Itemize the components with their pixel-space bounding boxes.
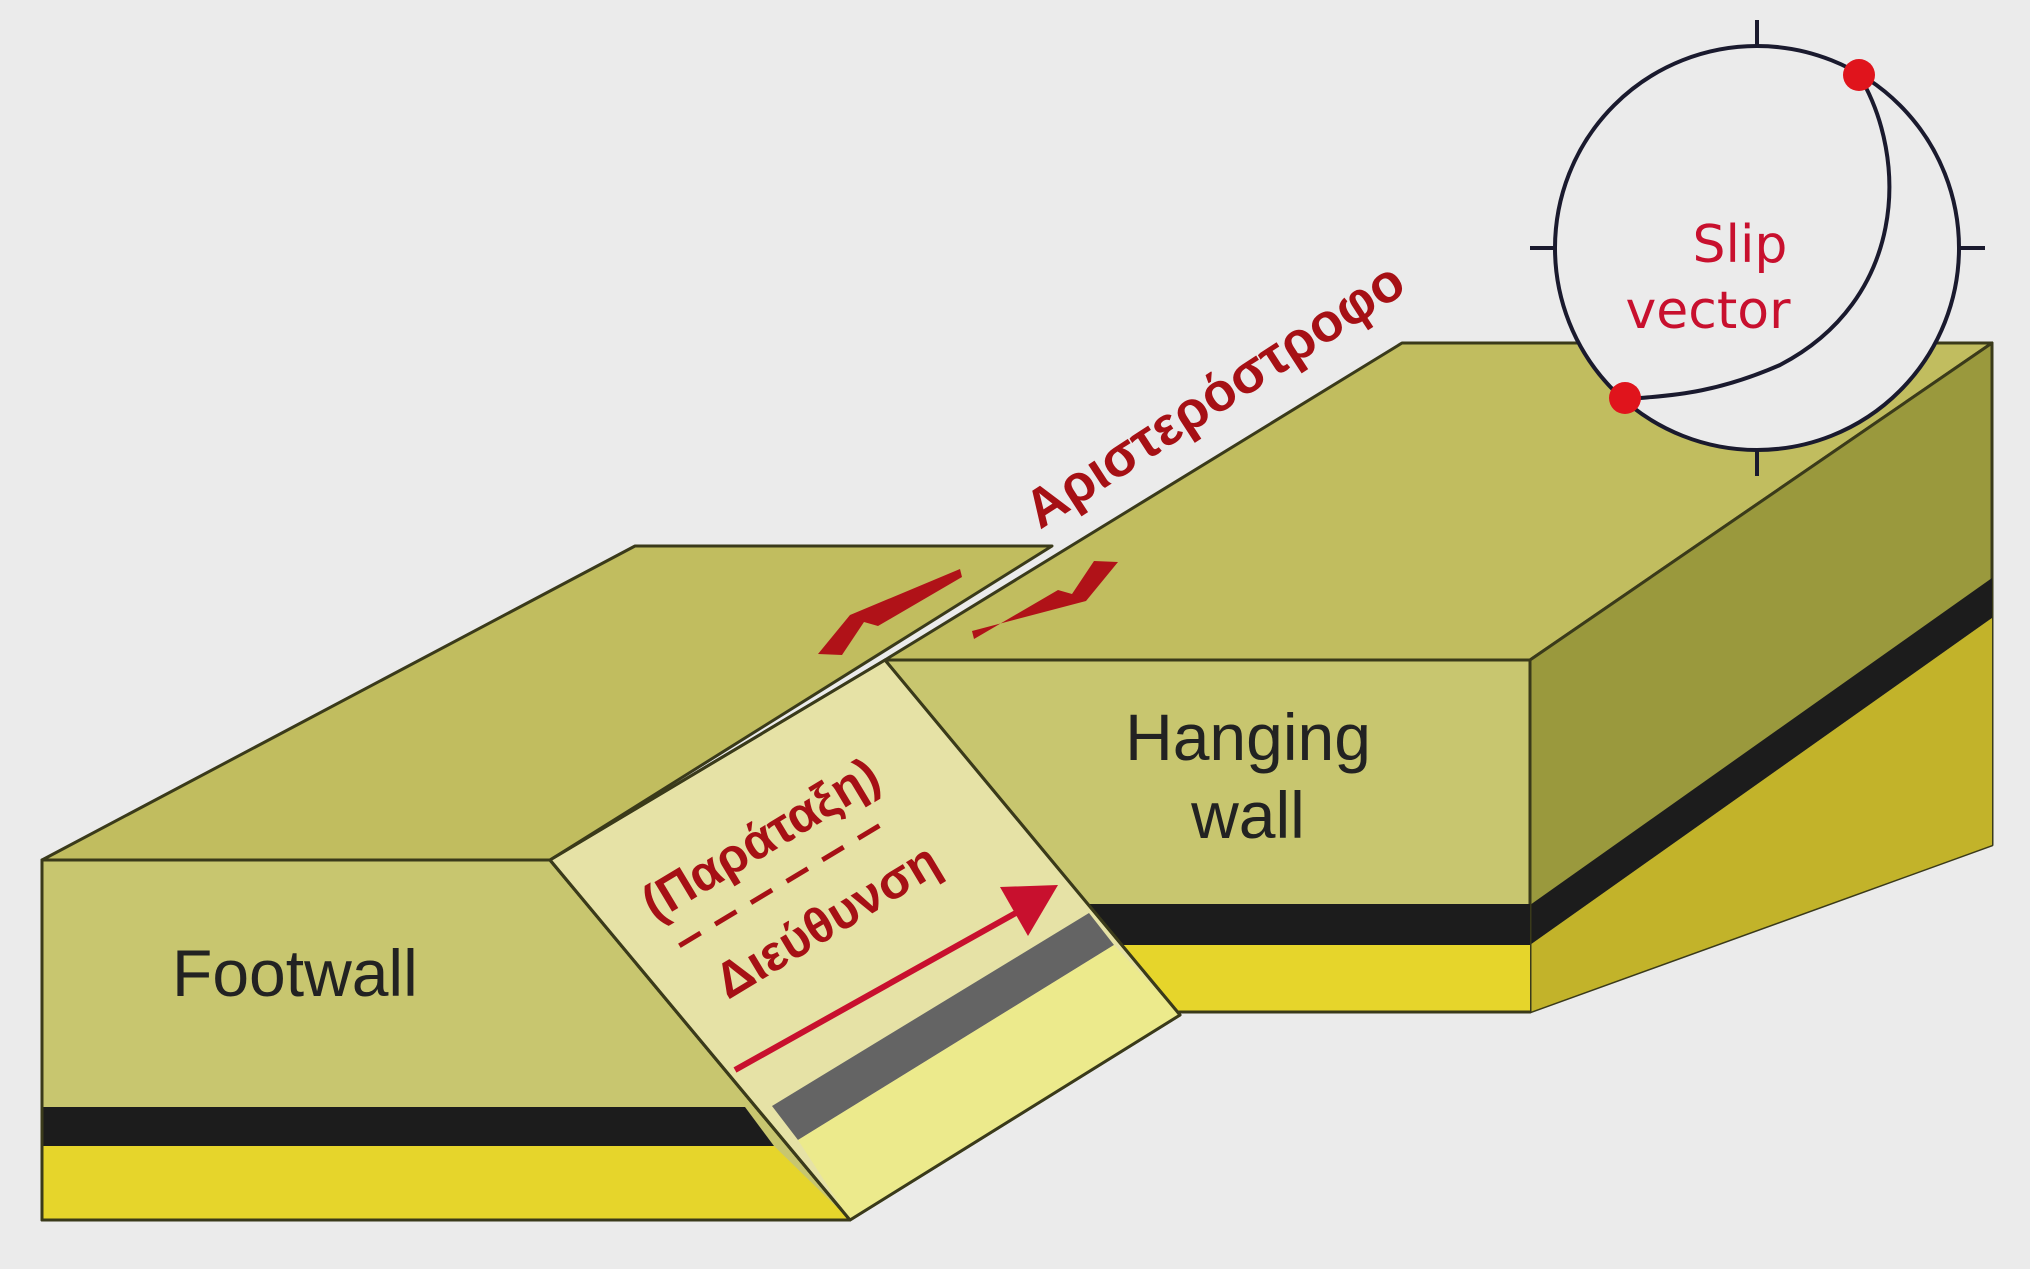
footwall-yellow-layer xyxy=(42,1146,850,1220)
fault-plane-gray-band xyxy=(772,913,1114,1140)
strike-direction-arrow xyxy=(733,885,1058,1073)
slip-label-line1: Slip xyxy=(1693,215,1788,275)
hanging-wall-side-yellow-layer xyxy=(1530,618,1992,1012)
half-arrow-icon xyxy=(818,569,962,655)
slip-label-line2: vector xyxy=(1626,281,1792,341)
hanging-wall-label-line2: wall xyxy=(1190,778,1305,852)
great-circle-arc xyxy=(1624,73,1892,402)
sinistral-arrow-right xyxy=(972,561,1118,639)
hanging-wall-front-yellow-layer xyxy=(1087,945,1530,1012)
fault-plane xyxy=(548,658,1182,1222)
half-arrow-icon xyxy=(972,561,1118,639)
sinistral-arrow-left xyxy=(818,569,962,655)
hanging-wall-label-line1: Hanging xyxy=(1125,700,1371,774)
slip-point-top-icon xyxy=(1843,59,1875,91)
hanging-wall-block xyxy=(883,341,1994,1014)
fault-plane-light-band xyxy=(798,945,1180,1220)
footwall-black-layer xyxy=(42,1107,774,1146)
arrow-head-icon xyxy=(1000,885,1058,936)
footwall-block xyxy=(40,544,1054,1222)
footwall-label: Footwall xyxy=(172,936,418,1010)
hanging-wall-side-black-layer xyxy=(1530,578,1992,945)
hanging-wall-front-black-layer xyxy=(1060,904,1530,945)
stereonet: Slip vector xyxy=(1530,20,1985,476)
slip-point-bottom-icon xyxy=(1609,382,1641,414)
